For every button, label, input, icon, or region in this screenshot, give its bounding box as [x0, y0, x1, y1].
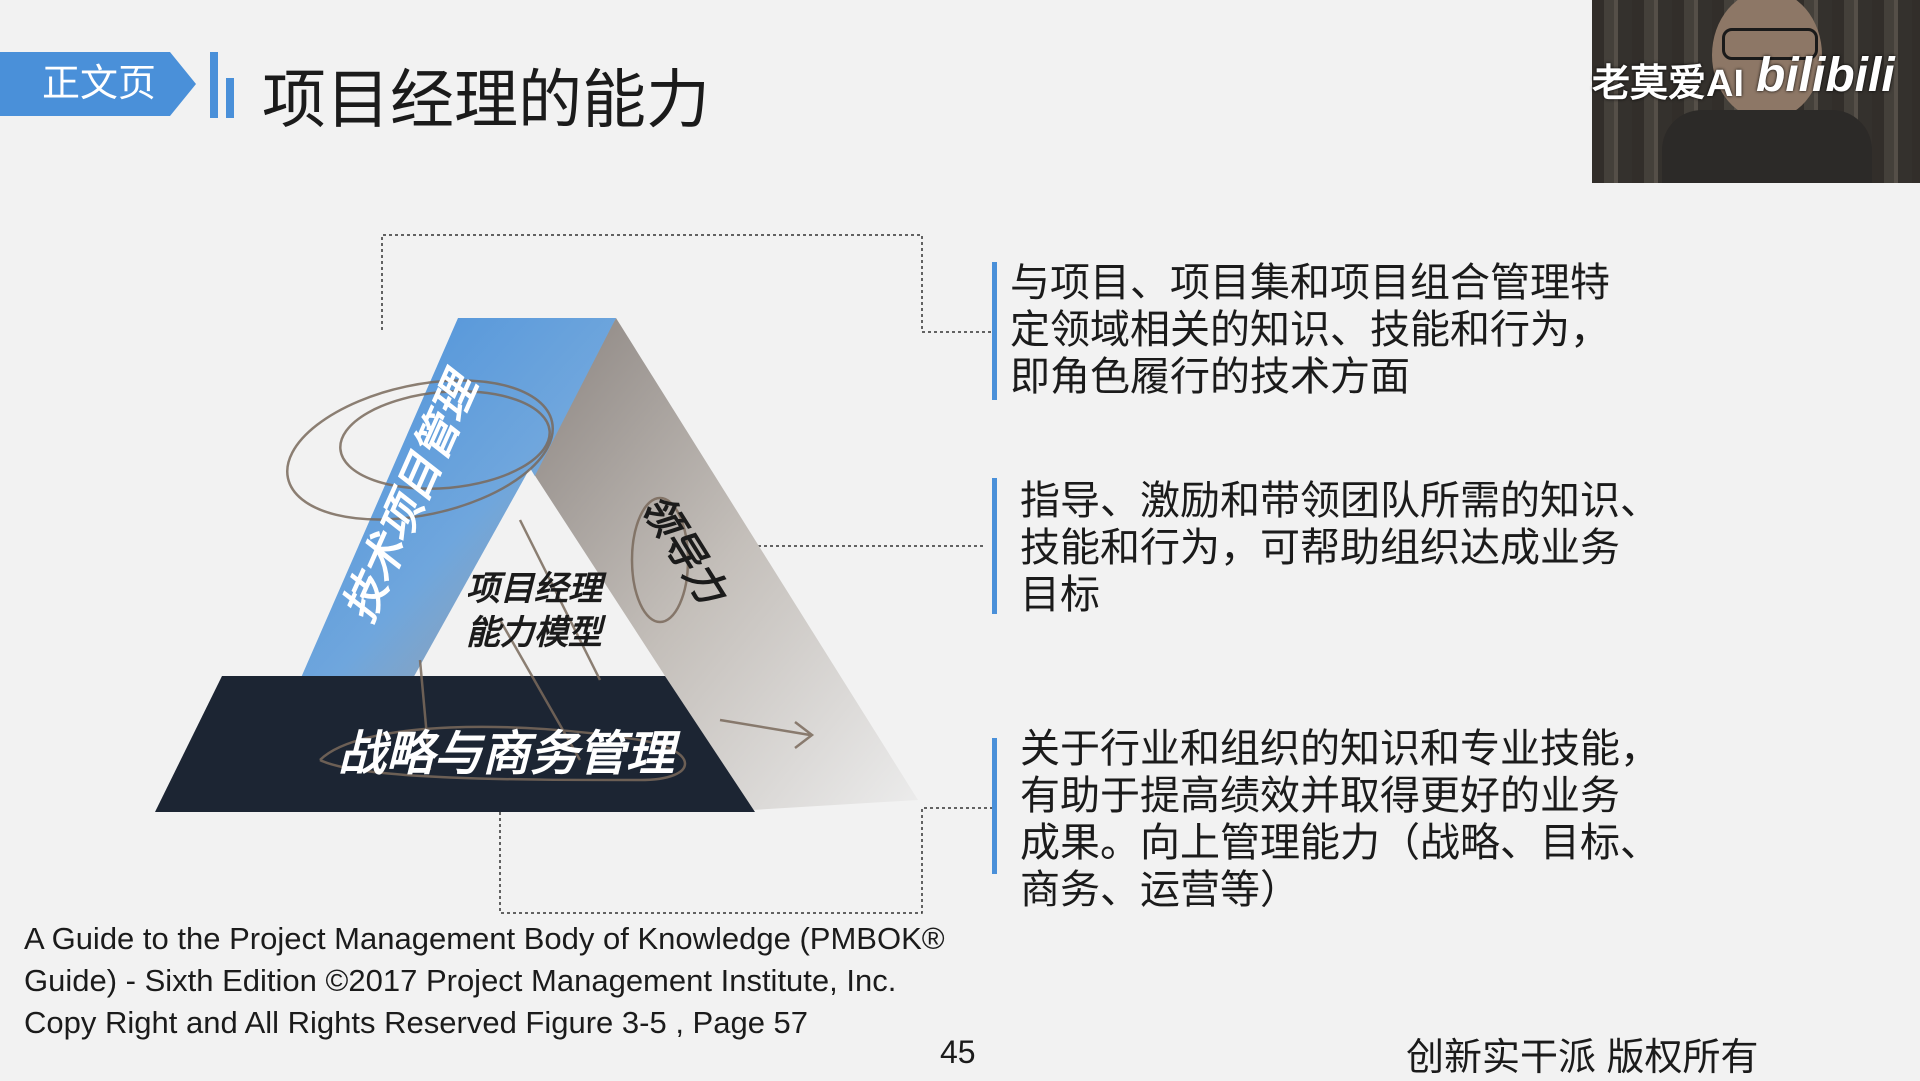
platform-logo: bilibili [1756, 49, 1895, 102]
description-line: 即角色履行的技术方面 [1010, 355, 1410, 399]
source-citation: A Guide to the Project Management Body o… [24, 918, 1004, 1044]
section-tag-label: 正文页 [42, 63, 157, 105]
strategic-business-label: 战略与商务管理 [338, 728, 681, 781]
description-line: 关于行业和组织的知识和专业技能， [1020, 727, 1660, 771]
citation-line: Guide) - Sixth Edition ©2017 Project Man… [24, 963, 897, 998]
description-line: 商务、运营等） [1020, 868, 1300, 912]
connector-line-bottom [499, 807, 995, 914]
leadership-side [530, 318, 918, 810]
center-label-line1: 项目经理 [466, 570, 607, 608]
description-line: 有助于提高绩效并取得更好的业务 [1020, 774, 1620, 818]
center-white-area [412, 468, 590, 680]
presenter-body [1662, 110, 1872, 183]
citation-line: A Guide to the Project Management Body o… [24, 921, 945, 956]
section-tag [0, 52, 196, 116]
title-accent-bar [226, 78, 234, 118]
strategic-business-band [155, 676, 755, 812]
description-accent-bar [992, 478, 997, 614]
center-label-line2: 能力模型 [466, 614, 607, 652]
webcam-video [1592, 0, 1920, 183]
description-leadership: 指导、激励和带领团队所需的知识、 技能和行为，可帮助组织达成业务 目标 [1020, 478, 1660, 619]
description-line: 目标 [1020, 573, 1100, 617]
description-line: 定领域相关的知识、技能和行为， [1010, 308, 1610, 352]
description-line: 指导、激励和带领团队所需的知识、 [1020, 479, 1660, 523]
title-accent-bar [210, 52, 218, 118]
description-line: 成果。向上管理能力（战略、目标、 [1020, 821, 1660, 865]
presenter-glasses [1722, 28, 1818, 60]
description-strategic: 关于行业和组织的知识和专业技能， 有助于提高绩效并取得更好的业务 成果。向上管理… [1020, 726, 1660, 914]
technical-pm-side [300, 318, 616, 680]
page-title: 项目经理的能力 [262, 64, 710, 136]
description-accent-bar [992, 262, 997, 400]
channel-watermark: 老莫爱AI [1592, 63, 1745, 105]
handwritten-annotation [286, 379, 815, 782]
description-technical: 与项目、项目集和项目组合管理特 定领域相关的知识、技能和行为， 即角色履行的技术… [1010, 260, 1610, 401]
citation-line: Copy Right and All Rights Reserved Figur… [24, 1005, 809, 1040]
connector-line-top [381, 234, 995, 333]
description-accent-bar [992, 738, 997, 874]
description-line: 与项目、项目集和项目组合管理特 [1010, 261, 1610, 305]
copyright-text: 创新实干派 版权所有 [1406, 1037, 1759, 1079]
description-line: 技能和行为，可帮助组织达成业务 [1020, 526, 1620, 570]
page-number: 45 [940, 1034, 976, 1070]
presenter-face [1712, 0, 1822, 120]
